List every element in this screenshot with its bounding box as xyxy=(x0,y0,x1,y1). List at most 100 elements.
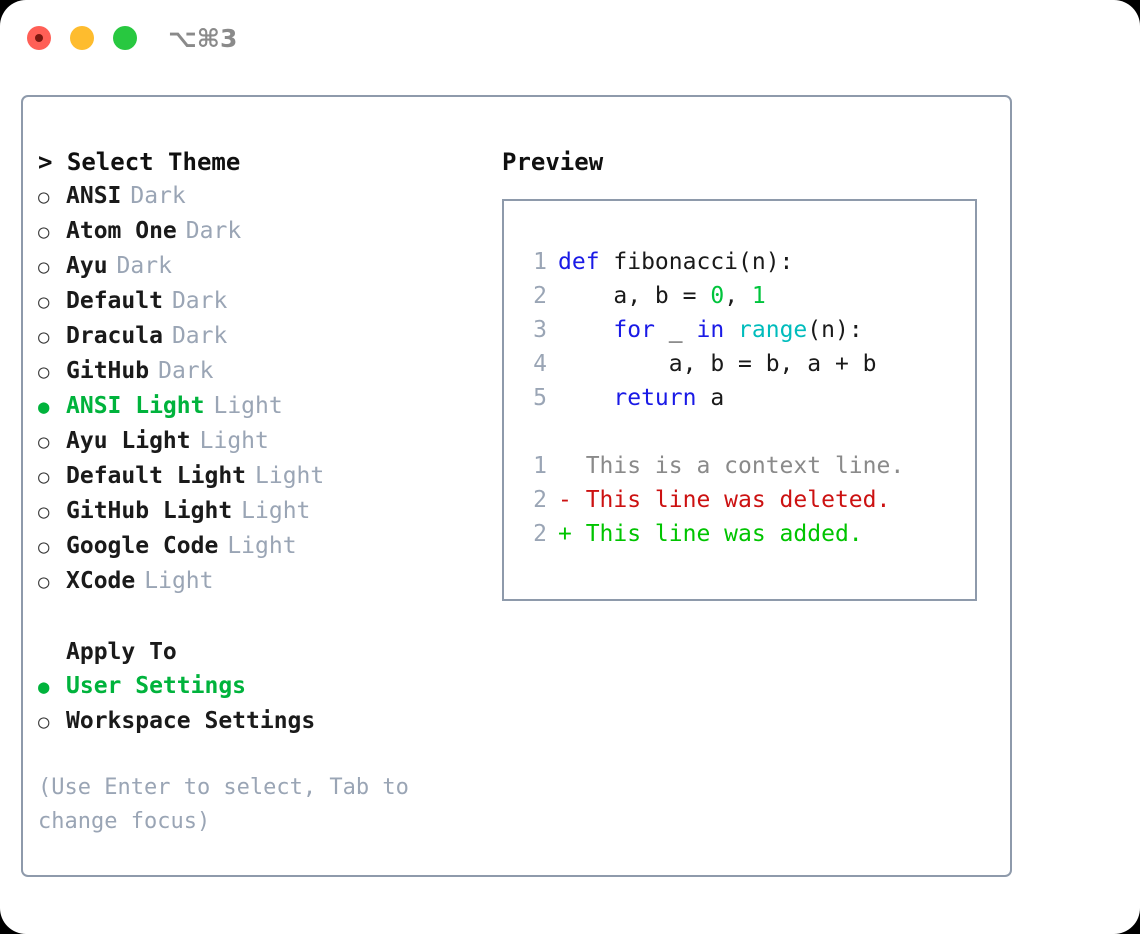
code-line: 5 return a xyxy=(523,381,904,415)
keyboard-hint-text: (Use Enter to select, Tab to change focu… xyxy=(38,775,423,834)
theme-name-label: Dracula xyxy=(66,323,163,349)
preview-header: Preview xyxy=(502,148,604,176)
radio-unselected-icon[interactable]: ○ xyxy=(38,571,50,593)
code-token: 0 xyxy=(710,283,725,309)
radio-selected-icon[interactable]: ● xyxy=(38,676,50,698)
theme-name-label: XCode xyxy=(66,568,136,594)
theme-list-item[interactable]: ○ Default Light Light xyxy=(38,459,488,494)
theme-name-label: GitHub xyxy=(66,358,150,384)
theme-name-label: Ayu xyxy=(66,253,108,279)
theme-name-label: ANSI Light xyxy=(66,393,205,419)
radio-unselected-icon[interactable]: ○ xyxy=(38,186,50,208)
code-line: 1 def fibonacci(n): xyxy=(523,245,904,279)
code-token: _ xyxy=(654,317,697,343)
theme-variant-label: Light xyxy=(227,533,297,559)
radio-unselected-icon[interactable]: ○ xyxy=(38,431,50,453)
code-token: return xyxy=(613,385,697,411)
theme-variant-label: Light xyxy=(144,568,214,594)
radio-unselected-icon[interactable]: ○ xyxy=(38,536,50,558)
apply-to-section: Apply To ●User Settings○Workspace Settin… xyxy=(38,635,488,739)
code-line: 3 for _ in range(n): xyxy=(523,313,904,347)
theme-list-item[interactable]: ○ Google Code Light xyxy=(38,529,488,564)
apply-to-label: Workspace Settings xyxy=(66,708,316,734)
theme-list-item[interactable]: ○ XCode Light xyxy=(38,564,488,599)
theme-name-label: Google Code xyxy=(66,533,219,559)
title-bar: ⌥⌘3 xyxy=(0,0,1140,78)
traffic-light-buttons xyxy=(27,26,137,50)
code-token xyxy=(558,317,613,343)
line-number: 3 xyxy=(533,317,547,343)
radio-unselected-icon[interactable]: ○ xyxy=(38,501,50,523)
radio-unselected-icon[interactable]: ○ xyxy=(38,711,50,733)
line-number: 2 xyxy=(533,283,547,309)
diff-line: 2 + This line was added. xyxy=(523,517,904,551)
theme-variant-label: Dark xyxy=(116,253,172,279)
theme-variant-label: Light xyxy=(199,428,269,454)
line-number: 4 xyxy=(533,351,547,377)
radio-unselected-icon[interactable]: ○ xyxy=(38,466,50,488)
line-content: return a xyxy=(558,381,724,415)
code-token: fibonacci(n): xyxy=(613,249,794,275)
theme-variant-label: Light xyxy=(213,393,283,419)
theme-variant-label: Light xyxy=(255,463,325,489)
radio-unselected-icon[interactable]: ○ xyxy=(38,361,50,383)
code-token: + This line was added. xyxy=(558,521,863,547)
theme-variant-label: Dark xyxy=(171,288,228,314)
theme-variant-label: Dark xyxy=(158,358,214,384)
code-token: a xyxy=(696,385,725,411)
theme-name-label: Atom One xyxy=(66,218,177,244)
apply-to-options: ● User Settings ○ Workspace Settings xyxy=(38,669,488,739)
theme-list-item[interactable]: ○ Ayu Dark xyxy=(38,249,488,284)
code-token: 1 xyxy=(751,283,766,309)
code-token: , xyxy=(724,283,752,309)
keyboard-shortcut-label: ⌥⌘3 xyxy=(168,24,238,53)
apply-to-option[interactable]: ○ Workspace Settings xyxy=(38,704,488,739)
line-content: + This line was added. xyxy=(558,517,863,551)
radio-unselected-icon[interactable]: ○ xyxy=(38,256,50,278)
radio-unselected-icon[interactable]: ○ xyxy=(38,291,50,313)
theme-variant-label: Light xyxy=(241,498,311,524)
code-token: range xyxy=(738,317,808,343)
theme-name-label: Default Light xyxy=(66,463,247,489)
select-theme-header: > Select Theme xyxy=(38,148,241,176)
apply-to-option[interactable]: ● User Settings xyxy=(38,669,488,704)
maximize-window-button[interactable] xyxy=(113,26,137,50)
theme-list-item[interactable]: ○ Default Dark xyxy=(38,284,488,319)
theme-name-label: ANSI xyxy=(66,183,122,209)
code-token: a, b = b, a + b xyxy=(558,351,877,377)
close-window-button[interactable] xyxy=(27,26,51,50)
minimize-window-button[interactable] xyxy=(70,26,94,50)
diff-line: 2- This line was deleted. xyxy=(523,483,904,517)
line-content: This is a context line. xyxy=(558,449,905,483)
code-blank-line xyxy=(523,415,904,449)
line-content: def fibonacci(n): xyxy=(558,245,793,279)
radio-selected-icon[interactable]: ● xyxy=(38,396,50,418)
radio-unselected-icon[interactable]: ○ xyxy=(38,326,50,348)
theme-name-label: GitHub Light xyxy=(66,498,233,524)
theme-list-item[interactable]: ○ GitHub Light Light xyxy=(38,494,488,529)
radio-unselected-icon[interactable]: ○ xyxy=(38,221,50,243)
line-number: 2 xyxy=(533,521,547,547)
code-token: This is a context line. xyxy=(558,453,905,479)
code-token xyxy=(724,317,738,343)
theme-list-item[interactable]: ○ GitHub Dark xyxy=(38,354,488,389)
line-number: 2 xyxy=(533,487,547,513)
apply-to-label: User Settings xyxy=(66,673,247,699)
theme-list-item[interactable]: ● ANSI Light Light xyxy=(38,389,488,424)
code-line: 2 a, b = 0, 1 xyxy=(523,279,904,313)
code-token: (n): xyxy=(807,317,863,343)
line-number: 1 xyxy=(533,249,547,275)
line-number: 5 xyxy=(533,385,547,411)
theme-name-label: Default xyxy=(66,288,163,314)
